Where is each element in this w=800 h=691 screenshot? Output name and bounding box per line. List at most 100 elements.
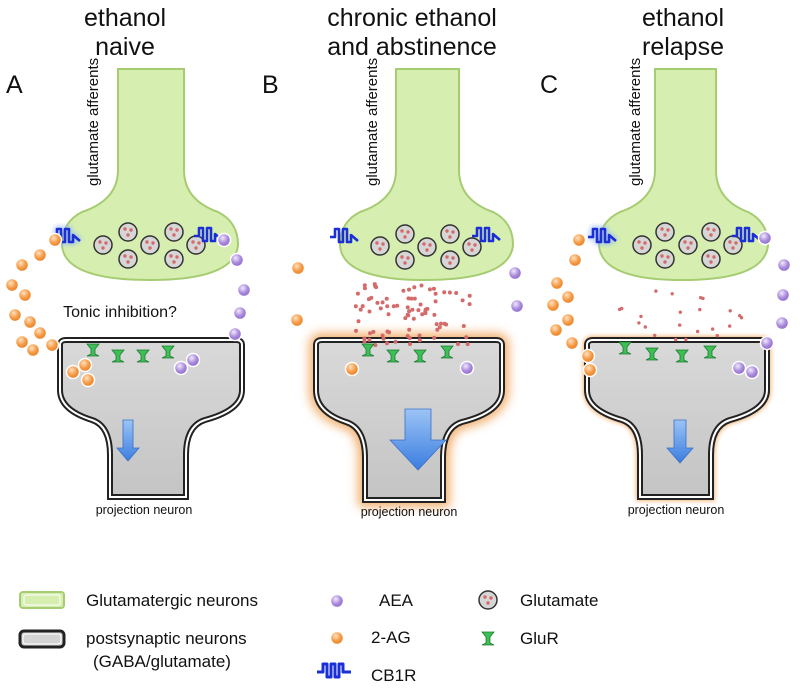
panel-a-presynaptic-terminal xyxy=(60,68,240,282)
glutamate-vesicle xyxy=(118,249,138,269)
released-glutamate xyxy=(372,282,377,287)
released-glutamate xyxy=(395,303,400,308)
panel-b-afferent-label: glutamate afferents xyxy=(364,58,381,186)
legend-postsynaptic-label-line2: (GABA/glutamate) xyxy=(93,652,231,671)
released-glutamate xyxy=(433,291,438,296)
released-glutamate xyxy=(465,342,470,347)
glutamate-vesicle xyxy=(164,222,184,242)
released-glutamate xyxy=(738,314,742,318)
released-glutamate xyxy=(454,291,459,295)
glutamate-vesicle xyxy=(164,249,184,269)
glutamate-vesicle xyxy=(462,237,482,257)
released-glutamate xyxy=(419,283,424,288)
released-glutamate xyxy=(360,304,365,309)
released-glutamate xyxy=(384,296,389,301)
released-glutamate xyxy=(447,290,452,295)
panel-c: glutamate afferents projection neuron xyxy=(583,58,771,517)
released-glutamate xyxy=(403,316,408,321)
2ag-molecule xyxy=(582,362,598,378)
2ag-molecule xyxy=(25,342,41,358)
glutamate-vesicle xyxy=(655,249,675,269)
legend-postsynaptic-label-line1: postsynaptic neurons xyxy=(86,629,247,648)
released-glutamate xyxy=(639,314,643,319)
glur-receptor xyxy=(361,343,375,357)
released-glutamate xyxy=(362,286,367,291)
released-glutamate xyxy=(375,300,380,305)
panel-b-neuron-label: projection neuron xyxy=(361,505,458,519)
panel-c-signal-arrow xyxy=(666,419,694,464)
glutamate-vesicle xyxy=(395,224,415,244)
2ag-molecule xyxy=(32,325,48,341)
aea-molecule xyxy=(507,265,523,281)
2ag-molecule xyxy=(560,312,576,328)
released-glutamate xyxy=(405,312,410,317)
released-glutamate xyxy=(416,308,421,313)
cb1r-receptor xyxy=(588,225,619,246)
glutamate-vesicle xyxy=(93,235,113,255)
aea-molecule xyxy=(216,232,232,248)
glutamate-vesicle xyxy=(701,249,721,269)
aea-molecule xyxy=(227,326,243,342)
panel-b-title-line1: chronic ethanol xyxy=(327,4,497,32)
released-glutamate xyxy=(386,312,391,317)
2ag-molecule xyxy=(47,232,63,248)
released-glutamate xyxy=(381,336,386,341)
2ag-molecule xyxy=(548,322,564,338)
released-glutamate xyxy=(678,310,682,314)
released-glutamate xyxy=(385,304,390,309)
cb1r-receptor xyxy=(52,225,83,246)
released-glutamate xyxy=(406,296,411,301)
released-glutamate xyxy=(401,288,406,293)
released-glutamate xyxy=(380,333,385,338)
released-glutamate xyxy=(637,321,641,325)
aea-molecule xyxy=(774,315,790,331)
released-glutamate xyxy=(432,335,437,340)
panel-a-title-line2: naive xyxy=(95,33,155,61)
released-glutamate xyxy=(407,309,412,314)
aea-molecule xyxy=(173,360,189,376)
released-glutamate xyxy=(433,299,438,304)
released-glutamate xyxy=(423,311,428,316)
panel-c-title-line1: ethanol xyxy=(642,4,724,32)
released-glutamate xyxy=(412,296,417,301)
glutamate-vesicle xyxy=(395,250,415,270)
glutamate-vesicle xyxy=(370,236,390,256)
released-glutamate xyxy=(460,298,465,303)
glutamate-vesicle xyxy=(440,224,460,244)
panel-b-presynaptic-terminal xyxy=(338,68,515,282)
released-glutamate xyxy=(728,309,732,313)
glur-receptor xyxy=(161,345,175,359)
released-glutamate xyxy=(407,336,412,341)
glur-receptor xyxy=(111,349,125,363)
released-glutamate xyxy=(408,342,412,346)
2ag-molecule xyxy=(80,372,96,388)
released-glutamate xyxy=(678,323,682,327)
aea-molecule xyxy=(236,282,252,298)
released-glutamate xyxy=(437,325,442,330)
released-glutamate xyxy=(653,333,657,338)
released-glutamate xyxy=(617,307,622,312)
aea-molecule xyxy=(509,298,525,314)
released-glutamate xyxy=(353,304,358,309)
aea-molecule xyxy=(776,257,792,273)
released-glutamate xyxy=(442,290,447,295)
legend-glutamate-icon xyxy=(478,590,498,610)
glur-receptor xyxy=(675,349,689,363)
legend-postsynaptic-swatch xyxy=(18,629,66,649)
released-glutamate xyxy=(670,292,674,296)
glur-receptor xyxy=(386,349,400,363)
released-glutamate xyxy=(362,336,367,341)
2ag-molecule xyxy=(32,247,48,263)
panel-b-signal-arrow xyxy=(389,408,447,471)
released-glutamate xyxy=(467,302,472,307)
2ag-molecule xyxy=(44,337,60,353)
panel-a: glutamate afferents projection neuron To… xyxy=(57,58,245,517)
panel-b-letter: B xyxy=(262,71,279,99)
2ag-molecule xyxy=(564,335,580,351)
released-glutamate xyxy=(456,342,460,346)
panel-c-afferent-label: glutamate afferents xyxy=(627,58,644,186)
panel-b: glutamate afferents projection neuron xyxy=(309,58,515,519)
2ag-molecule xyxy=(560,289,576,305)
released-glutamate xyxy=(674,337,678,342)
panel-c-title-line2: relapse xyxy=(642,33,724,61)
